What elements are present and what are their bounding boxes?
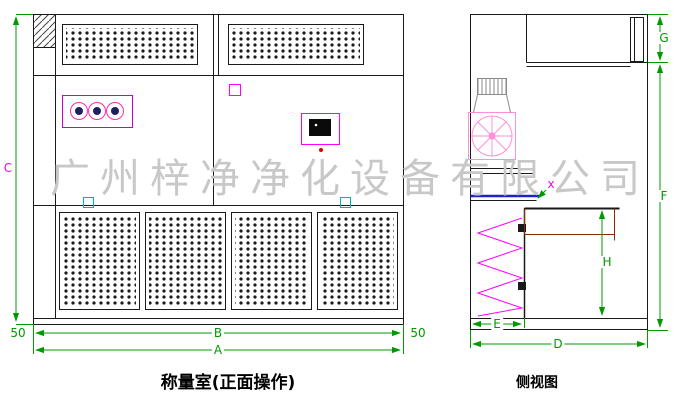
corner-hatch (33, 14, 56, 48)
power-led (319, 148, 323, 152)
top-grille-right (228, 24, 364, 65)
dim-label-c: C (1, 161, 15, 175)
side-view-caption: 侧视图 (516, 375, 558, 391)
dim-label-g: G (657, 31, 671, 45)
top-grille-left (62, 24, 198, 65)
duct-hatch (473, 78, 511, 113)
front-view-drawing (33, 14, 404, 325)
dim-label-d: D (551, 337, 565, 351)
hepa-box (630, 17, 644, 62)
fan-icon (468, 78, 516, 160)
workbench (524, 207, 620, 241)
side-dimensions (470, 14, 668, 348)
dim-label-a: A (211, 343, 225, 357)
dim-label-f: F (658, 189, 670, 203)
dim-label-h: H (600, 255, 614, 269)
indicator-square-left (83, 197, 94, 208)
gauge-icon-1 (70, 102, 88, 120)
indicator-square-right (340, 197, 351, 208)
lower-grille-panels (59, 212, 398, 310)
dim-label-b: B (211, 326, 225, 340)
indicator-square-top (229, 84, 241, 96)
dim-label-50-left: 50 (8, 326, 28, 340)
gauge-icon-3 (106, 102, 124, 120)
control-panel (62, 95, 133, 128)
gauge-icon-2 (88, 102, 106, 120)
display-panel (301, 113, 340, 152)
filter-zigzag (476, 217, 524, 317)
dim-label-x: x (545, 177, 557, 191)
front-view-caption: 称量室(正面操作) (160, 373, 296, 393)
dim-label-50-right: 50 (408, 326, 428, 340)
side-view-drawing (470, 14, 648, 330)
dim-label-e: E (491, 317, 503, 331)
